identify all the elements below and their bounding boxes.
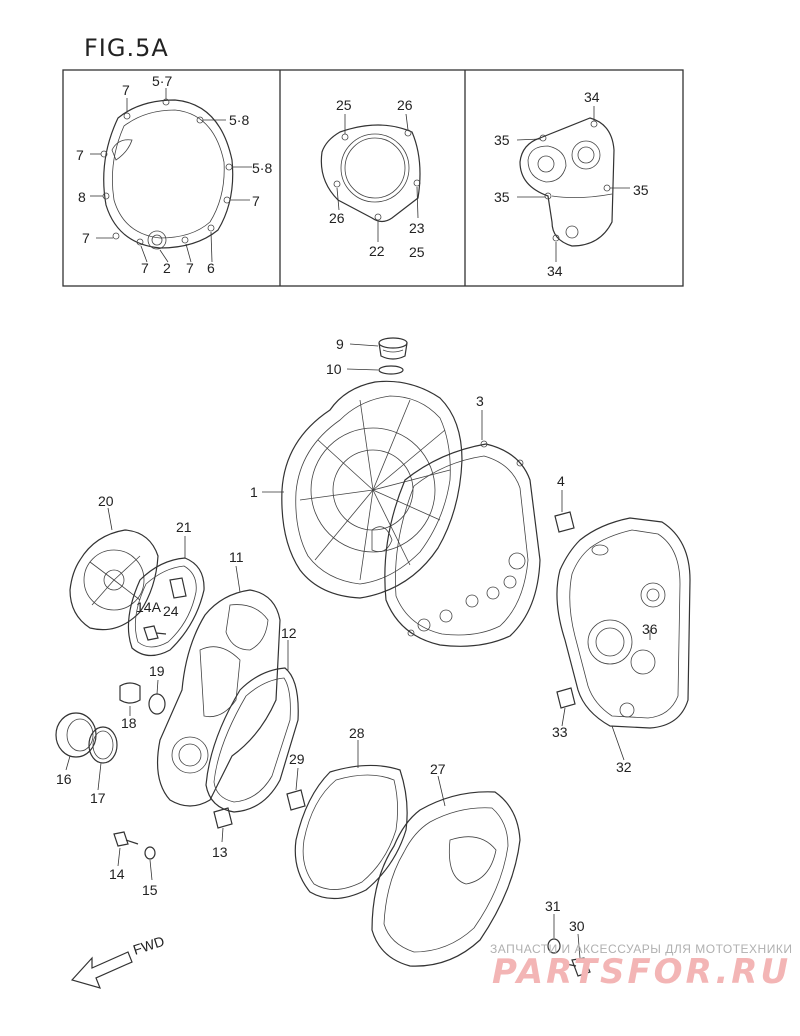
o-ring-19 [148, 679, 166, 715]
callout: 7 [76, 147, 84, 163]
bolt-14 [113, 831, 139, 867]
callout: 18 [121, 715, 137, 731]
starter-generator-cover [371, 775, 521, 967]
callout: 12 [281, 625, 297, 641]
main-callouts: 9 10 3 1 4 20 21 11 14A 24 12 19 18 36 1… [56, 336, 658, 934]
callout: 29 [289, 751, 305, 767]
callout: 25 [336, 97, 352, 113]
plug-18 [119, 682, 141, 716]
callout: 7 [82, 230, 90, 246]
callout: 5·8 [229, 112, 249, 128]
o-ring-17 [88, 726, 118, 791]
callout: 20 [98, 493, 114, 509]
callout: 1 [250, 484, 258, 500]
callout: 27 [430, 761, 446, 777]
callout: 8 [78, 189, 86, 205]
washer-31 [547, 914, 561, 954]
callout: 31 [545, 898, 561, 914]
callout: 32 [616, 759, 632, 775]
dowel-pin-24 [169, 577, 187, 599]
generator-cover [556, 517, 691, 761]
inset-right-callouts: 34 35 35 35 34 [494, 89, 649, 279]
bolt-14a [143, 625, 167, 641]
callout: 23 [409, 220, 425, 236]
callout: 3 [476, 393, 484, 409]
callout: 28 [349, 725, 365, 741]
callout: 13 [212, 844, 228, 860]
callout: 7 [141, 260, 149, 276]
callout: 14 [109, 866, 125, 882]
callout: 4 [557, 473, 565, 489]
inset-pump-cover [320, 113, 421, 242]
clutch-cover [262, 380, 463, 599]
inset-clutch-cover [90, 88, 252, 263]
callout: 17 [90, 790, 106, 806]
fwd-arrow-icon [70, 951, 133, 989]
callout: 10 [326, 361, 342, 377]
callout: 36 [642, 621, 658, 637]
callout: 30 [569, 918, 585, 934]
callout: 7 [186, 260, 194, 276]
dowel-pin-4 [554, 490, 575, 533]
water-pump-body [156, 565, 281, 807]
water-pump-gasket [127, 536, 205, 657]
oil-seal-16 [55, 712, 97, 771]
callout: 24 [163, 603, 179, 619]
watermark-tagline: ЗАПЧАСТИ И АКСЕССУАРЫ ДЛЯ МОТОТЕХНИКИ [490, 942, 793, 956]
callout: 11 [229, 549, 244, 565]
callout: 35 [494, 132, 510, 148]
dowel-pin-33 [556, 687, 576, 727]
inset-mid-callouts: 25 26 26 22 23 25 [329, 97, 425, 260]
dowel-pin-13 [213, 807, 233, 843]
callout: 16 [56, 771, 72, 787]
callout: 9 [336, 336, 344, 352]
callout: 26 [397, 97, 413, 113]
watermark-brand: PARTSFOR.RU [492, 952, 792, 992]
bolt-30 [565, 933, 591, 977]
callout: 35 [633, 182, 649, 198]
clutch-cover-gasket [384, 410, 541, 647]
callout: 34 [547, 263, 563, 279]
inset-generator-cover [516, 106, 630, 262]
callout: 15 [142, 882, 158, 898]
dowel-pin-29 [286, 767, 306, 811]
pump-body-gasket [205, 640, 299, 813]
oil-filler-cap [346, 337, 408, 375]
callout: 14A [136, 599, 162, 615]
callout: 19 [149, 663, 165, 679]
callout: 5·7 [152, 73, 172, 89]
water-pump-cover [69, 507, 159, 631]
figure-title: FIG.5A [84, 34, 169, 62]
callout: 2 [163, 260, 171, 276]
washer-15 [144, 846, 156, 881]
callout: 22 [369, 243, 385, 259]
callout: 35 [494, 189, 510, 205]
callout: 5·8 [252, 160, 272, 176]
generator-cover-gasket [294, 740, 408, 900]
callout: 6 [207, 260, 215, 276]
fwd-label: FWD [131, 933, 166, 958]
callout: 33 [552, 724, 568, 740]
callout: 21 [176, 519, 192, 535]
callout: 34 [584, 89, 600, 105]
inset-frame [62, 69, 684, 287]
callout: 26 [329, 210, 345, 226]
callout: 7 [122, 82, 130, 98]
callout: 25 [409, 244, 425, 260]
callout: 7 [252, 193, 260, 209]
inset-left-callouts: 7 5·7 5·8 7 5·8 8 7 7 7 2 7 6 [76, 73, 272, 276]
